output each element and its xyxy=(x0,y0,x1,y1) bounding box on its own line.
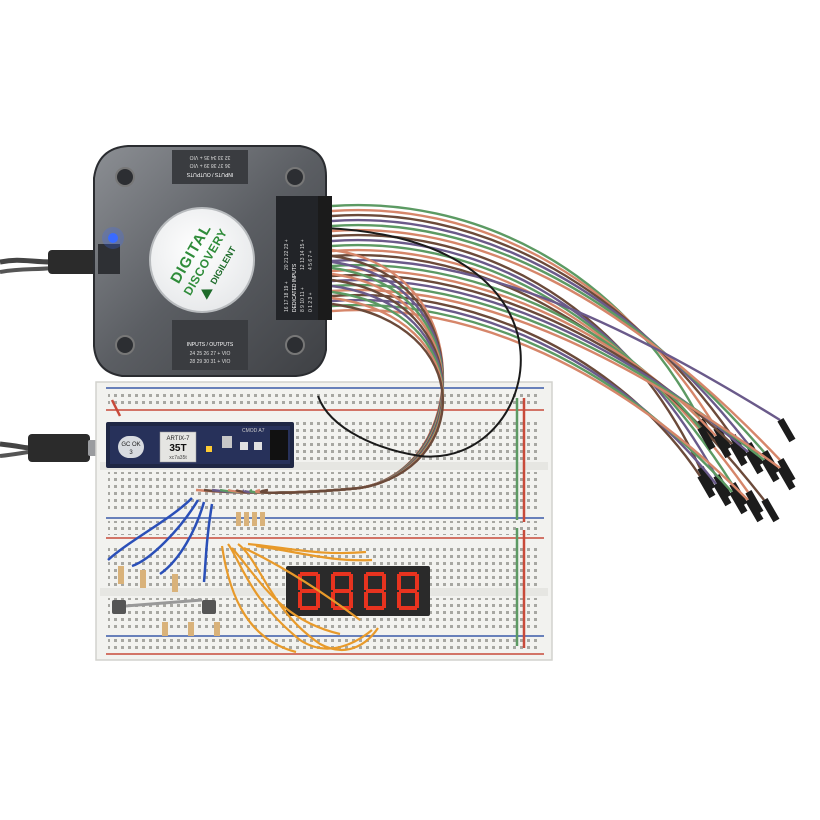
side-pins-c: 8 9 10 11 + xyxy=(300,287,306,312)
lead-connector xyxy=(729,490,748,515)
flying-lead-wire xyxy=(331,258,781,422)
top-header-label: INPUTS / OUTPUTS xyxy=(186,171,233,177)
flying-lead-wire xyxy=(331,213,733,437)
segment-d xyxy=(300,606,318,610)
chip-line1: ARTIX-7 xyxy=(167,436,191,442)
flying-lead-wire xyxy=(331,293,701,477)
segment-a xyxy=(300,572,318,576)
lead-connector xyxy=(713,474,732,499)
segment-g xyxy=(333,589,351,593)
lead-connector xyxy=(729,482,748,507)
bottom-header-label: INPUTS / OUTPUTS xyxy=(187,342,234,348)
breadboard xyxy=(95,381,553,661)
lead-connector xyxy=(745,498,764,523)
segment-g xyxy=(300,589,318,593)
digilent-triangle-icon xyxy=(201,289,213,300)
segment-a xyxy=(366,572,384,576)
flying-lead-wire xyxy=(331,223,765,453)
badge-line2: 3 xyxy=(129,450,133,456)
ground-wire xyxy=(317,227,522,458)
segment-e xyxy=(397,592,401,608)
rail-jumper-wires xyxy=(110,398,526,648)
segment-g xyxy=(399,589,417,593)
segment-c xyxy=(316,592,320,608)
flying-lead-wire xyxy=(331,208,718,429)
side-pins-b: 20 21 22 23 + xyxy=(284,239,290,270)
fpga-module: GC OK 3 ARTIX-7 35T xc7a35t CMOD A7 xyxy=(106,422,294,468)
segment-f xyxy=(397,574,401,590)
flying-lead-wire xyxy=(331,303,733,493)
chip-line2: 35T xyxy=(169,443,186,454)
side-header-label: DEDICATED INPUTS xyxy=(292,263,298,312)
lead-connector xyxy=(745,490,764,515)
top-pins: 36 37 38 39 + VIO xyxy=(190,162,231,168)
lead-connector xyxy=(729,442,748,467)
segment-a xyxy=(333,572,351,576)
wire-connector-block xyxy=(318,196,332,320)
flying-lead-wire xyxy=(331,218,749,445)
digital-discovery-device: 32 33 34 35 + VIO 36 37 38 39 + VIO INPU… xyxy=(93,145,327,377)
flying-lead-wire xyxy=(331,228,781,461)
top-pins2: 32 33 34 35 + VIO xyxy=(190,154,231,160)
lead-connector xyxy=(761,458,780,483)
segment-a xyxy=(399,572,417,576)
side-pins-f: 4 5 6 7 + xyxy=(308,250,314,270)
segment-d xyxy=(399,606,417,610)
flying-lead-wire xyxy=(331,238,718,477)
flying-lead-wire xyxy=(331,298,717,485)
resistors xyxy=(118,512,265,636)
segment-d xyxy=(366,606,384,610)
bottom-pins2: 28 29 30 31 + VIO xyxy=(190,359,231,365)
flying-lead-wire xyxy=(331,248,749,493)
display-value: 8888 xyxy=(0,0,3,1)
orange-jumper-wires xyxy=(220,542,379,654)
power-led xyxy=(108,233,118,243)
usb-cable-icon xyxy=(0,434,110,462)
side-pins-e: 0 1 2 3 + xyxy=(308,292,314,312)
segment-f xyxy=(331,574,335,590)
lead-connector xyxy=(697,426,716,451)
segment-b xyxy=(316,574,320,590)
lead-connector xyxy=(777,418,796,443)
segment-f xyxy=(298,574,302,590)
side-pins-d: 12 13 14 15 + xyxy=(300,239,306,270)
segment-g xyxy=(366,589,384,593)
lead-connector xyxy=(713,482,732,507)
segment-c xyxy=(382,592,386,608)
blue-jumper-wires xyxy=(107,497,214,583)
badge-line1: GC OK xyxy=(121,442,140,448)
segment-f xyxy=(364,574,368,590)
segment-e xyxy=(364,592,368,608)
segment-b xyxy=(349,574,353,590)
flying-lead-wire xyxy=(331,288,781,469)
lead-connector xyxy=(761,498,780,523)
breadboard-signal-wire xyxy=(259,302,445,494)
segment-c xyxy=(349,592,353,608)
segment-e xyxy=(298,592,302,608)
lead-connector xyxy=(697,466,716,491)
module-model: CMOD A7 xyxy=(242,428,265,434)
lead-connector xyxy=(777,466,796,491)
lead-connector xyxy=(697,474,716,499)
segment-c xyxy=(415,592,419,608)
lead-connector xyxy=(713,434,732,459)
flying-lead-wire xyxy=(331,203,702,421)
flying-lead-wire xyxy=(331,243,734,485)
lead-connector xyxy=(745,450,764,475)
segment-b xyxy=(382,574,386,590)
chip-line3: xc7a35t xyxy=(169,455,187,461)
signal-wire-bundle xyxy=(195,203,796,523)
side-pins-a: 16 17 18 19 + xyxy=(284,281,290,312)
lead-connector xyxy=(777,458,796,483)
push-buttons xyxy=(112,598,216,614)
bottom-pins: 24 25 26 27 + VIO xyxy=(190,351,231,357)
segment-b xyxy=(415,574,419,590)
